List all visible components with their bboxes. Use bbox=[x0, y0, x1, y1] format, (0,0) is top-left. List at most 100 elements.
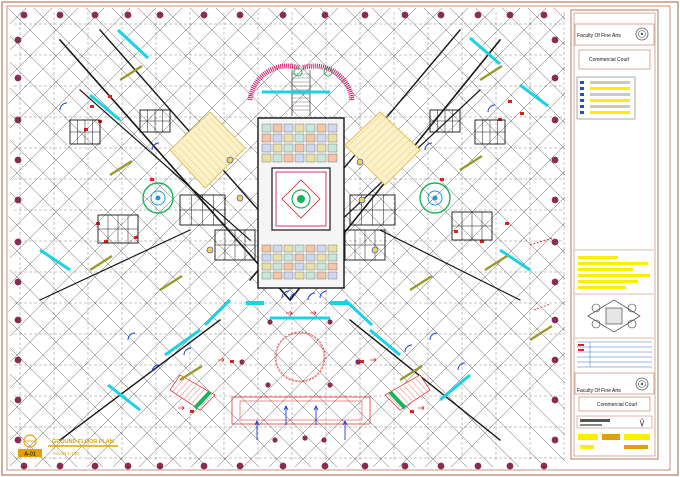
direction-arrow bbox=[286, 310, 293, 316]
glazing bbox=[499, 248, 531, 272]
tree-icon bbox=[427, 190, 443, 206]
grid-line bbox=[215, 8, 565, 358]
grid-bubble bbox=[14, 356, 22, 364]
parking-marker bbox=[89, 254, 113, 272]
grid-bubble bbox=[156, 11, 164, 19]
grid-bubble bbox=[506, 462, 514, 470]
grid-line bbox=[138, 40, 565, 467]
table-mark bbox=[578, 344, 584, 346]
floor-tile bbox=[305, 143, 316, 153]
glazing bbox=[343, 298, 374, 327]
furniture bbox=[520, 112, 524, 115]
grid-line bbox=[650, 0, 680, 477]
drawing-scale: Scale 1:100 bbox=[55, 451, 79, 456]
tree-icon bbox=[432, 195, 438, 201]
grid-line bbox=[10, 87, 390, 467]
grid-bubble bbox=[20, 11, 28, 19]
info-line bbox=[580, 419, 610, 422]
grid-line bbox=[398, 300, 565, 467]
grid-bubble bbox=[437, 11, 445, 19]
grid-bubble bbox=[540, 11, 548, 19]
grid-line bbox=[10, 8, 183, 181]
floor-tile bbox=[272, 244, 283, 253]
grid-line bbox=[10, 8, 53, 51]
faculty-seal-icon bbox=[635, 377, 649, 391]
grid-line bbox=[320, 222, 565, 467]
grid-bubbles bbox=[14, 11, 559, 470]
grid-line bbox=[372, 274, 565, 467]
title-block-frame bbox=[570, 9, 659, 460]
grid-line bbox=[216, 118, 565, 467]
glazing bbox=[203, 298, 232, 327]
grid-bubble bbox=[14, 436, 22, 444]
tree-icon bbox=[419, 182, 451, 214]
grid-line bbox=[10, 295, 182, 467]
grid-bubble bbox=[321, 462, 329, 470]
grid-bubble bbox=[200, 462, 208, 470]
faculty-name-bottom: Faculty Of Fine Arts bbox=[577, 388, 621, 394]
hatch-line bbox=[356, 119, 393, 153]
stair-tread bbox=[199, 394, 213, 408]
info-line bbox=[580, 424, 602, 426]
wall bbox=[379, 229, 521, 301]
grid-bubble bbox=[14, 396, 22, 404]
entry-arrow bbox=[254, 419, 260, 426]
direction-arrow bbox=[178, 405, 185, 411]
grid-line bbox=[241, 8, 565, 332]
grid-line bbox=[10, 8, 27, 25]
entrance-stair bbox=[239, 400, 363, 421]
stair-tread bbox=[407, 383, 421, 397]
plaza-circle bbox=[275, 332, 325, 382]
grid-bubble bbox=[551, 156, 559, 164]
floor-tile bbox=[272, 262, 283, 271]
key-plan-outline bbox=[587, 299, 641, 333]
hatch-line bbox=[364, 126, 401, 160]
glazing bbox=[519, 83, 549, 108]
glazing bbox=[116, 28, 150, 60]
floor-tile bbox=[327, 244, 338, 253]
grid-bubble bbox=[551, 356, 559, 364]
parking-marker bbox=[159, 274, 183, 292]
grid-bubble bbox=[474, 11, 482, 19]
furniture bbox=[505, 222, 509, 225]
hatch-line bbox=[348, 111, 385, 146]
floor-tile bbox=[283, 153, 294, 163]
grid-bubble bbox=[279, 11, 287, 19]
hatch-line bbox=[380, 140, 417, 174]
stair-tread bbox=[175, 381, 189, 395]
legend-line bbox=[590, 99, 630, 102]
floor-tile bbox=[261, 262, 272, 271]
floor-tile bbox=[305, 253, 316, 262]
legend-line bbox=[590, 93, 630, 96]
floor-tile bbox=[261, 123, 272, 133]
grid-line bbox=[10, 8, 417, 415]
grid-bubble bbox=[551, 196, 559, 204]
tree-icon bbox=[150, 190, 166, 206]
grid-line bbox=[10, 8, 157, 155]
note-line bbox=[578, 262, 648, 265]
note-line bbox=[578, 268, 633, 271]
furniture bbox=[498, 118, 502, 121]
general-notes bbox=[578, 256, 650, 289]
floor-tile bbox=[294, 244, 305, 253]
door-swing bbox=[429, 332, 438, 341]
legend-line bbox=[590, 111, 630, 114]
floor-tile bbox=[305, 133, 316, 143]
column bbox=[355, 359, 361, 365]
grid-bubble bbox=[14, 74, 22, 82]
hatch-line bbox=[372, 133, 409, 167]
floor-tile bbox=[283, 133, 294, 143]
floor-tile bbox=[283, 262, 294, 271]
hatch-line bbox=[193, 131, 229, 169]
glazing bbox=[107, 383, 141, 412]
floor-tile bbox=[305, 262, 316, 271]
floor-tile bbox=[327, 123, 338, 133]
floor-tile bbox=[283, 271, 294, 280]
grid-bubble bbox=[14, 196, 22, 204]
grid-bubble bbox=[551, 396, 559, 404]
wall bbox=[349, 319, 501, 441]
door-swing bbox=[151, 142, 160, 151]
floor-tile bbox=[316, 271, 327, 280]
floor-tile bbox=[272, 123, 283, 133]
fountain-outline bbox=[281, 179, 321, 219]
